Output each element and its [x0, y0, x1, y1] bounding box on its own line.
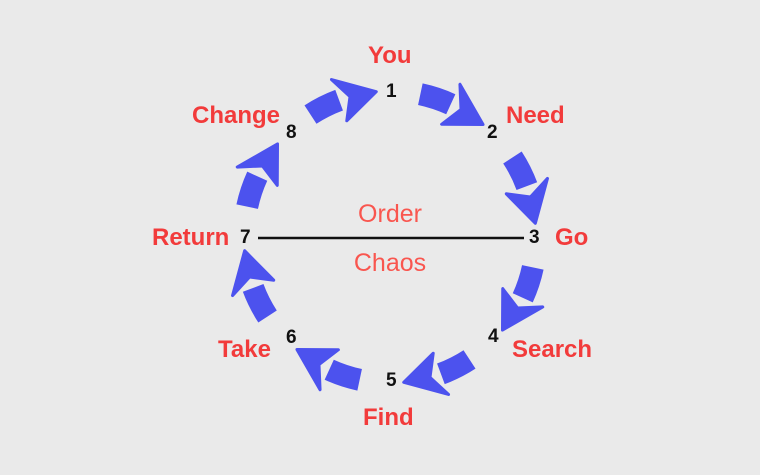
- arrow-head: [500, 287, 545, 332]
- arrow-shaft: [418, 83, 456, 115]
- arrow-head: [504, 176, 549, 225]
- stage-number-2: 2: [487, 122, 498, 143]
- stage-number-5: 5: [386, 370, 397, 391]
- arrow-head: [235, 142, 280, 187]
- stage-number-4: 4: [488, 326, 499, 347]
- arrow-shaft: [324, 359, 362, 391]
- order-label: Order: [358, 200, 422, 228]
- arrow-head: [329, 78, 378, 123]
- stage-label-need: Need: [506, 102, 565, 129]
- stage-label-search: Search: [512, 336, 593, 363]
- arrow-head: [440, 82, 485, 127]
- arrow-shaft: [242, 284, 277, 323]
- arrow-shaft: [512, 265, 544, 303]
- stage-number-7: 7: [240, 227, 251, 248]
- arrow-head: [402, 351, 451, 396]
- stage-label-return: Return: [152, 224, 230, 251]
- stage-number-1: 1: [386, 81, 397, 102]
- stage-label-find: Find: [363, 404, 414, 431]
- stage-label-take: Take: [218, 336, 271, 363]
- arrow-shaft: [437, 350, 476, 385]
- arrow-head: [231, 249, 276, 298]
- stage-label-you: You: [368, 42, 412, 69]
- stage-number-6: 6: [286, 327, 297, 348]
- chaos-label: Chaos: [353, 249, 427, 277]
- stage-number-3: 3: [529, 227, 540, 248]
- arrow-segments: [231, 78, 549, 396]
- stage-label-change: Change: [192, 102, 281, 129]
- arrow-shaft: [503, 151, 538, 190]
- stage-label-go: Go: [555, 224, 589, 251]
- stage-number-8: 8: [286, 122, 297, 143]
- arrow-head: [295, 347, 340, 392]
- arrow-shaft: [304, 89, 343, 124]
- arrow-shaft: [236, 171, 268, 209]
